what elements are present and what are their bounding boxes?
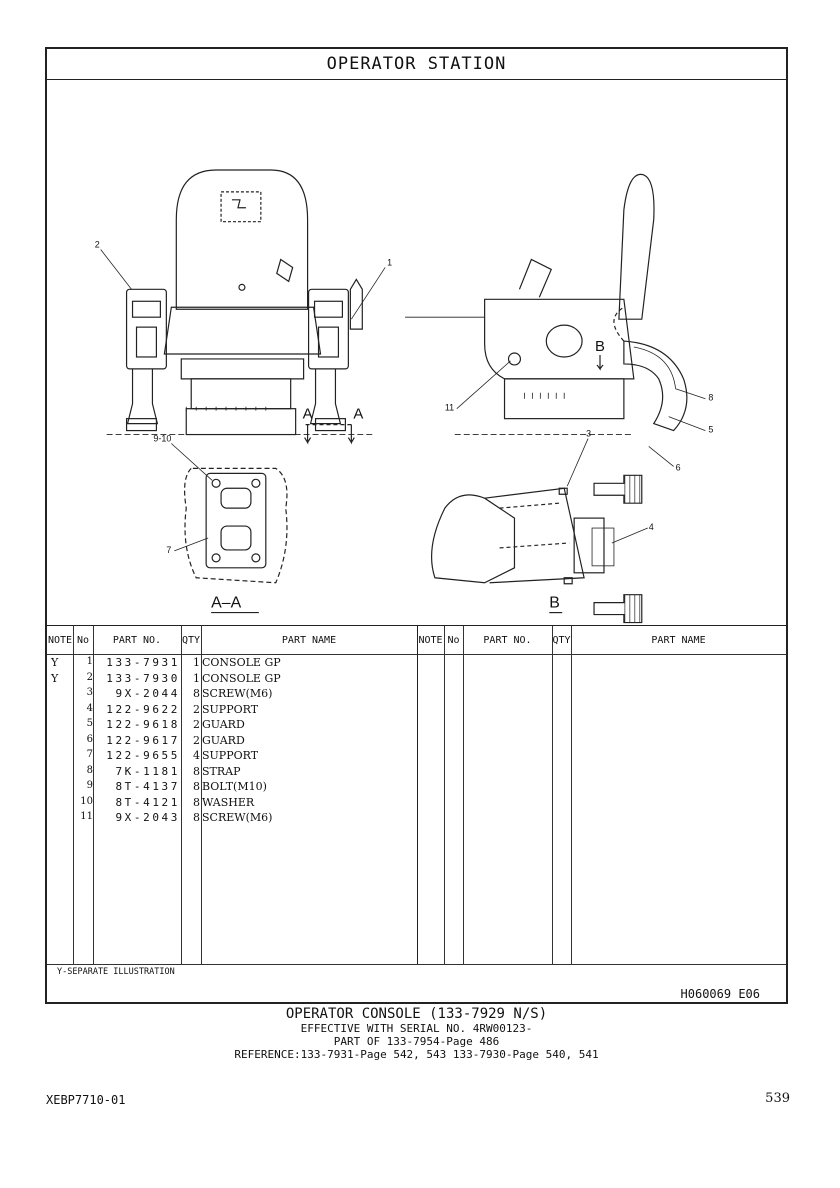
table-cell: WASHER bbox=[202, 795, 255, 809]
table-cell: 8 bbox=[193, 780, 200, 793]
table-cell: 122-9617 bbox=[106, 733, 180, 747]
view-marker-b: B bbox=[595, 339, 605, 355]
svg-text:1: 1 bbox=[387, 257, 392, 267]
table-cell: 6 bbox=[86, 733, 93, 745]
table-cell: CONSOLE GP bbox=[202, 671, 281, 685]
table-cell: BOLT(M10) bbox=[202, 780, 267, 793]
header-note: NOTE bbox=[47, 634, 73, 646]
svg-text:6: 6 bbox=[676, 462, 681, 472]
table-cell: 8 bbox=[193, 764, 200, 778]
table-cell: 7K-1181 bbox=[115, 764, 180, 778]
parts-table: NOTE No PART NO. QTY PART NAME NOTE No P… bbox=[47, 625, 786, 965]
header-note-2: NOTE bbox=[418, 634, 443, 646]
caption-title: OPERATOR CONSOLE (133-7929 N/S) bbox=[285, 1006, 548, 1022]
table-cell: STRAP bbox=[202, 764, 241, 778]
svg-text:2: 2 bbox=[95, 240, 100, 250]
table-cell: 122-9622 bbox=[106, 702, 180, 716]
svg-text:4: 4 bbox=[649, 522, 654, 532]
svg-text:5: 5 bbox=[708, 425, 713, 435]
header-part-no: PART NO. bbox=[112, 634, 162, 646]
parts-page-frame: OPERATOR STATION bbox=[45, 47, 788, 1004]
exploded-illustration: A A 2 1 B bbox=[47, 79, 786, 625]
table-cell: 5 bbox=[86, 718, 93, 729]
page-title: OPERATOR STATION bbox=[47, 49, 786, 80]
table-cell: 2 bbox=[193, 733, 200, 747]
table-cell: 8 bbox=[193, 687, 200, 700]
caption-part-of: PART OF 133-7954-Page 486 bbox=[333, 1035, 500, 1048]
table-cell: CONSOLE GP bbox=[202, 656, 281, 669]
header-no-2: No bbox=[447, 634, 460, 646]
table-cell: 1 bbox=[193, 656, 200, 669]
table-cell: GUARD bbox=[202, 733, 245, 747]
header-qty-2: QTY bbox=[552, 634, 571, 646]
table-cell: 9 bbox=[86, 780, 93, 791]
table-cell: 133-7931 bbox=[106, 656, 180, 669]
svg-text:3: 3 bbox=[586, 429, 591, 439]
svg-text:11: 11 bbox=[445, 403, 454, 413]
table-cell: 7 bbox=[86, 749, 93, 760]
page-number: 539 bbox=[765, 1091, 790, 1106]
table-cell: 4 bbox=[193, 749, 200, 762]
table-cell: 1 bbox=[86, 656, 93, 667]
table-cell: 1 bbox=[193, 671, 200, 685]
table-cell: 11 bbox=[80, 811, 93, 822]
section-arrow-a-right: A bbox=[353, 407, 363, 423]
caption-reference: REFERENCE:133-7931-Page 542, 543 133-793… bbox=[234, 1048, 599, 1061]
table-cell: Y bbox=[51, 671, 59, 685]
header-qty: QTY bbox=[181, 634, 201, 646]
header-part-name: PART NAME bbox=[281, 634, 337, 646]
table-cell: 9X-2044 bbox=[115, 687, 180, 700]
svg-text:7: 7 bbox=[166, 545, 171, 555]
table-cell: 2 bbox=[193, 702, 200, 716]
illustration-id: H060069 E06 bbox=[680, 987, 760, 1001]
table-cell: 8T-4137 bbox=[115, 780, 180, 793]
caption-serial: EFFECTIVE WITH SERIAL NO. 4RW00123- bbox=[300, 1022, 533, 1035]
table-cell: 8 bbox=[86, 764, 93, 776]
table-footnote: Y-SEPARATE ILLUSTRATION bbox=[57, 967, 175, 977]
header-part-no-2: PART NO. bbox=[483, 634, 532, 646]
header-no: No bbox=[76, 634, 90, 646]
detail-label-b: B bbox=[549, 595, 560, 612]
header-part-name-2: PART NAME bbox=[651, 634, 706, 646]
svg-text:9-10: 9-10 bbox=[153, 434, 171, 444]
seat-side-view: B 11 8 5 6 bbox=[405, 173, 713, 472]
table-cell: 8T-4121 bbox=[115, 795, 180, 809]
table-cell: SCREW(M6) bbox=[202, 811, 273, 824]
table-cell: SCREW(M6) bbox=[202, 687, 273, 700]
table-cell: 8 bbox=[193, 811, 200, 824]
svg-text:8: 8 bbox=[708, 393, 713, 403]
table-cell: 10 bbox=[80, 795, 93, 807]
table-cell: 122-9618 bbox=[106, 718, 180, 731]
detail-section-a-a: 9-10 7 A–A bbox=[153, 434, 288, 614]
table-cell: 133-7930 bbox=[106, 671, 180, 685]
table-cell: 4 bbox=[86, 702, 93, 714]
section-arrow-a-left: A bbox=[303, 407, 313, 423]
table-cell: 122-9655 bbox=[106, 749, 180, 762]
table-cell: 9X-2043 bbox=[115, 811, 180, 824]
detail-section-b: 3 4 B bbox=[430, 429, 654, 624]
seat-front-view: A A 2 1 bbox=[95, 169, 392, 445]
table-cell: GUARD bbox=[202, 718, 245, 731]
document-code: XEBP7710-01 bbox=[46, 1093, 126, 1107]
table-cell: 2 bbox=[86, 671, 93, 683]
detail-label-a-a: A–A bbox=[211, 595, 241, 612]
table-cell: Y bbox=[51, 656, 59, 669]
table-cell: 2 bbox=[193, 718, 200, 731]
table-cell: SUPPORT bbox=[202, 702, 259, 716]
table-cell: 8 bbox=[193, 795, 200, 809]
table-cell: SUPPORT bbox=[202, 749, 259, 762]
table-cell: 3 bbox=[86, 687, 93, 698]
